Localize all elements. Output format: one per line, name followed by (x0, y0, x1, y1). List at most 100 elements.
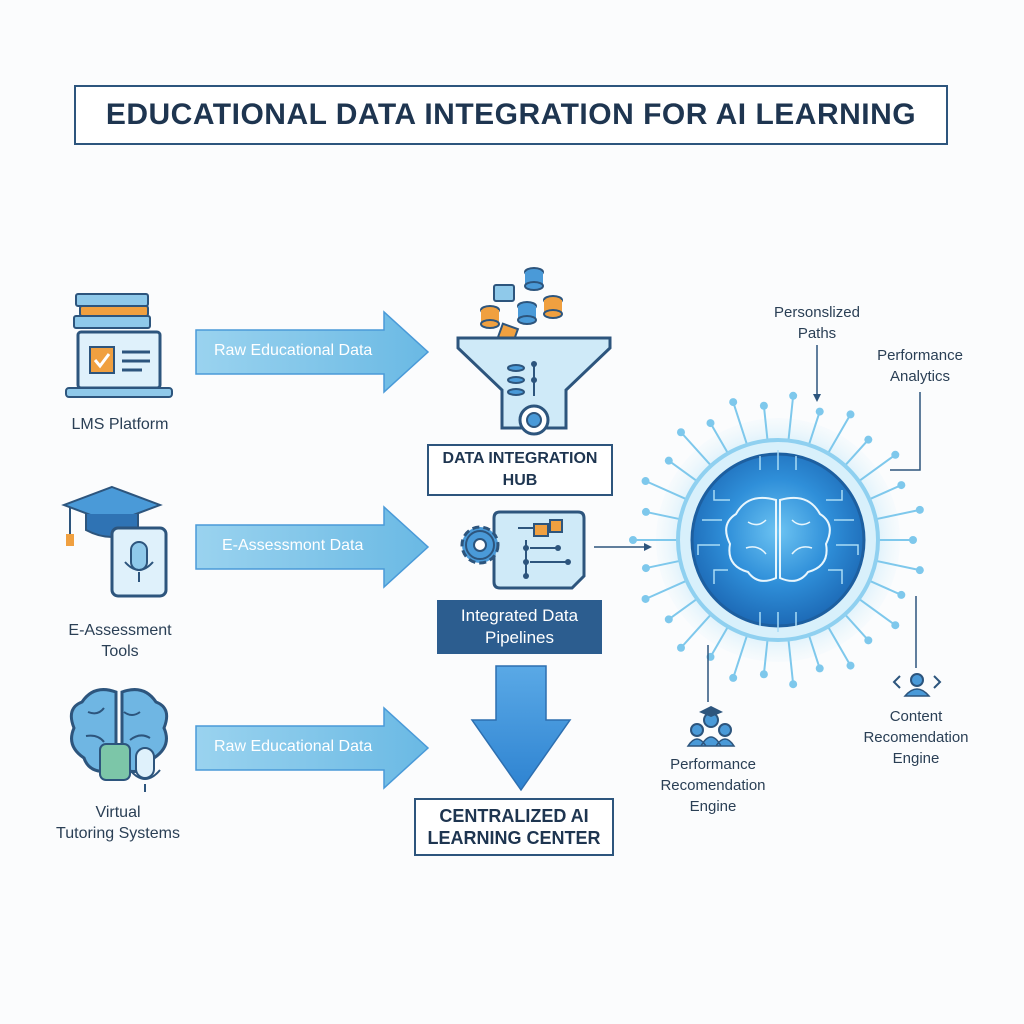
brain-microphone-icon (69, 688, 169, 792)
core-spoke (732, 401, 749, 446)
output-label-performance-engine: Performance Recomendation Engine (643, 754, 783, 817)
core-spoke (868, 484, 902, 501)
circuit-trace (713, 490, 730, 501)
person-hub-icon (892, 673, 942, 697)
output-label-content-engine: Content Recomendation Engine (860, 706, 972, 769)
core-spoke (668, 459, 698, 483)
core-spoke-dot (641, 594, 650, 603)
core-spoke (858, 453, 896, 483)
ai-brain-core-icon (629, 391, 924, 689)
core-spoke-dot (864, 636, 873, 645)
performance-engine-line2: Recomendation (660, 777, 766, 794)
source-label-assessment: E-Assessment Tools (30, 620, 210, 662)
arrow-label-2: E-Assessmont Data (222, 537, 364, 554)
data-integration-hub-box: DATA INTEGRATION HUB (427, 444, 613, 496)
down-arrow (470, 665, 572, 792)
data-funnel-icon (456, 267, 612, 436)
core-spoke-dot (641, 507, 650, 516)
output-label-analytics: Performance Analytics (855, 345, 985, 387)
core-spoke (807, 411, 821, 446)
gear-flow-icon (460, 510, 586, 590)
source-label-tutoring: Virtual Tutoring Systems (28, 802, 208, 844)
hub-line2: HUB (502, 472, 538, 489)
core-spoke-dot (891, 621, 900, 630)
core-spoke (844, 613, 870, 641)
core-spoke-dot (676, 643, 685, 652)
centralized-center-box: CENTRALIZED AI LEARNING CENTER (414, 798, 614, 856)
performance-engine-line3: Engine (689, 798, 737, 815)
content-engine-line2: Recomendation (863, 729, 969, 746)
core-spoke (680, 613, 712, 649)
core-spoke (787, 639, 795, 685)
core-spoke (762, 405, 769, 441)
core-spoke-dot (897, 590, 906, 599)
content-engine-line1: Content (889, 708, 943, 725)
integrated-pipelines-box: Integrated Data Pipelines (437, 600, 602, 654)
title-box: EDUCATIONAL DATA INTEGRATION FOR AI LEAR… (74, 85, 948, 145)
source-arrow-2 (195, 505, 430, 589)
pipelines-line2: Pipelines (484, 628, 554, 647)
analytics-line2: Analytics (889, 368, 951, 385)
core-spoke-dot (789, 680, 798, 689)
arrow-label-1: Raw Educational Data (214, 342, 373, 359)
core-spoke-dot (641, 564, 650, 573)
center-line2: LEARNING CENTER (427, 828, 601, 848)
core-spoke (787, 395, 795, 441)
pipeline-connector-head (644, 543, 652, 551)
core-spoke-dot (759, 670, 768, 679)
source-arrow-1 (195, 310, 430, 394)
core-spoke-dot (846, 661, 855, 670)
core-spoke-dot (664, 615, 673, 624)
source-arrow-3 (195, 706, 430, 790)
analytics-line1: Performance (877, 347, 963, 364)
core-spoke (668, 597, 698, 621)
core-spoke (807, 634, 821, 669)
source-label-tutoring-line1: Virtual (95, 804, 141, 821)
core-spoke (732, 634, 749, 679)
circuit-trace (826, 490, 843, 501)
core-spoke-dot (915, 566, 924, 575)
core-spoke (875, 559, 921, 572)
core-spoke (645, 480, 688, 501)
page-title: EDUCATIONAL DATA INTEGRATION FOR AI LEAR… (105, 98, 917, 131)
hub-line1: DATA INTEGRATION (442, 450, 598, 467)
core-spoke (645, 579, 688, 600)
core-spoke-dot (729, 398, 738, 407)
core-circuit-lines (697, 450, 859, 632)
core-spoke (709, 626, 729, 658)
core-spoke-dot (891, 450, 900, 459)
core-spoke-dot (706, 419, 715, 428)
core-spoke (827, 626, 852, 667)
core-spoke-dot (641, 477, 650, 486)
core-spoke (868, 579, 902, 596)
core-spoke-dot (909, 536, 917, 544)
laptop-books-icon (65, 293, 173, 398)
core-spoke (762, 639, 769, 675)
graduation-tablet-icon (61, 485, 168, 598)
pipelines-line1: Integrated Data (460, 606, 579, 625)
core-spoke (844, 439, 870, 467)
source-label-lms-text: LMS Platform (71, 416, 169, 433)
content-engine-line3: Engine (892, 750, 940, 767)
circuit-trace (836, 544, 859, 555)
core-spoke (709, 422, 729, 454)
core-spoke-dot (664, 456, 673, 465)
core-spoke (858, 597, 896, 627)
core-spokes (629, 391, 924, 689)
core-spoke-dot (759, 401, 768, 410)
core-spoke-dot (789, 391, 798, 400)
paths-line1: Personslized (774, 304, 860, 321)
core-spoke-dot (629, 536, 637, 544)
paths-line2: Paths (797, 325, 837, 342)
circuit-trace (697, 544, 720, 555)
core-spoke-dot (864, 435, 873, 444)
core-spoke (827, 413, 852, 454)
core-spoke (875, 508, 921, 521)
core-spoke-dot (897, 481, 906, 490)
source-label-assessment-line2: Tools (101, 643, 139, 660)
paths-connector-head (813, 394, 821, 402)
center-line1: CENTRALIZED AI (439, 806, 589, 826)
users-icon (686, 706, 736, 747)
core-spoke (645, 510, 681, 521)
